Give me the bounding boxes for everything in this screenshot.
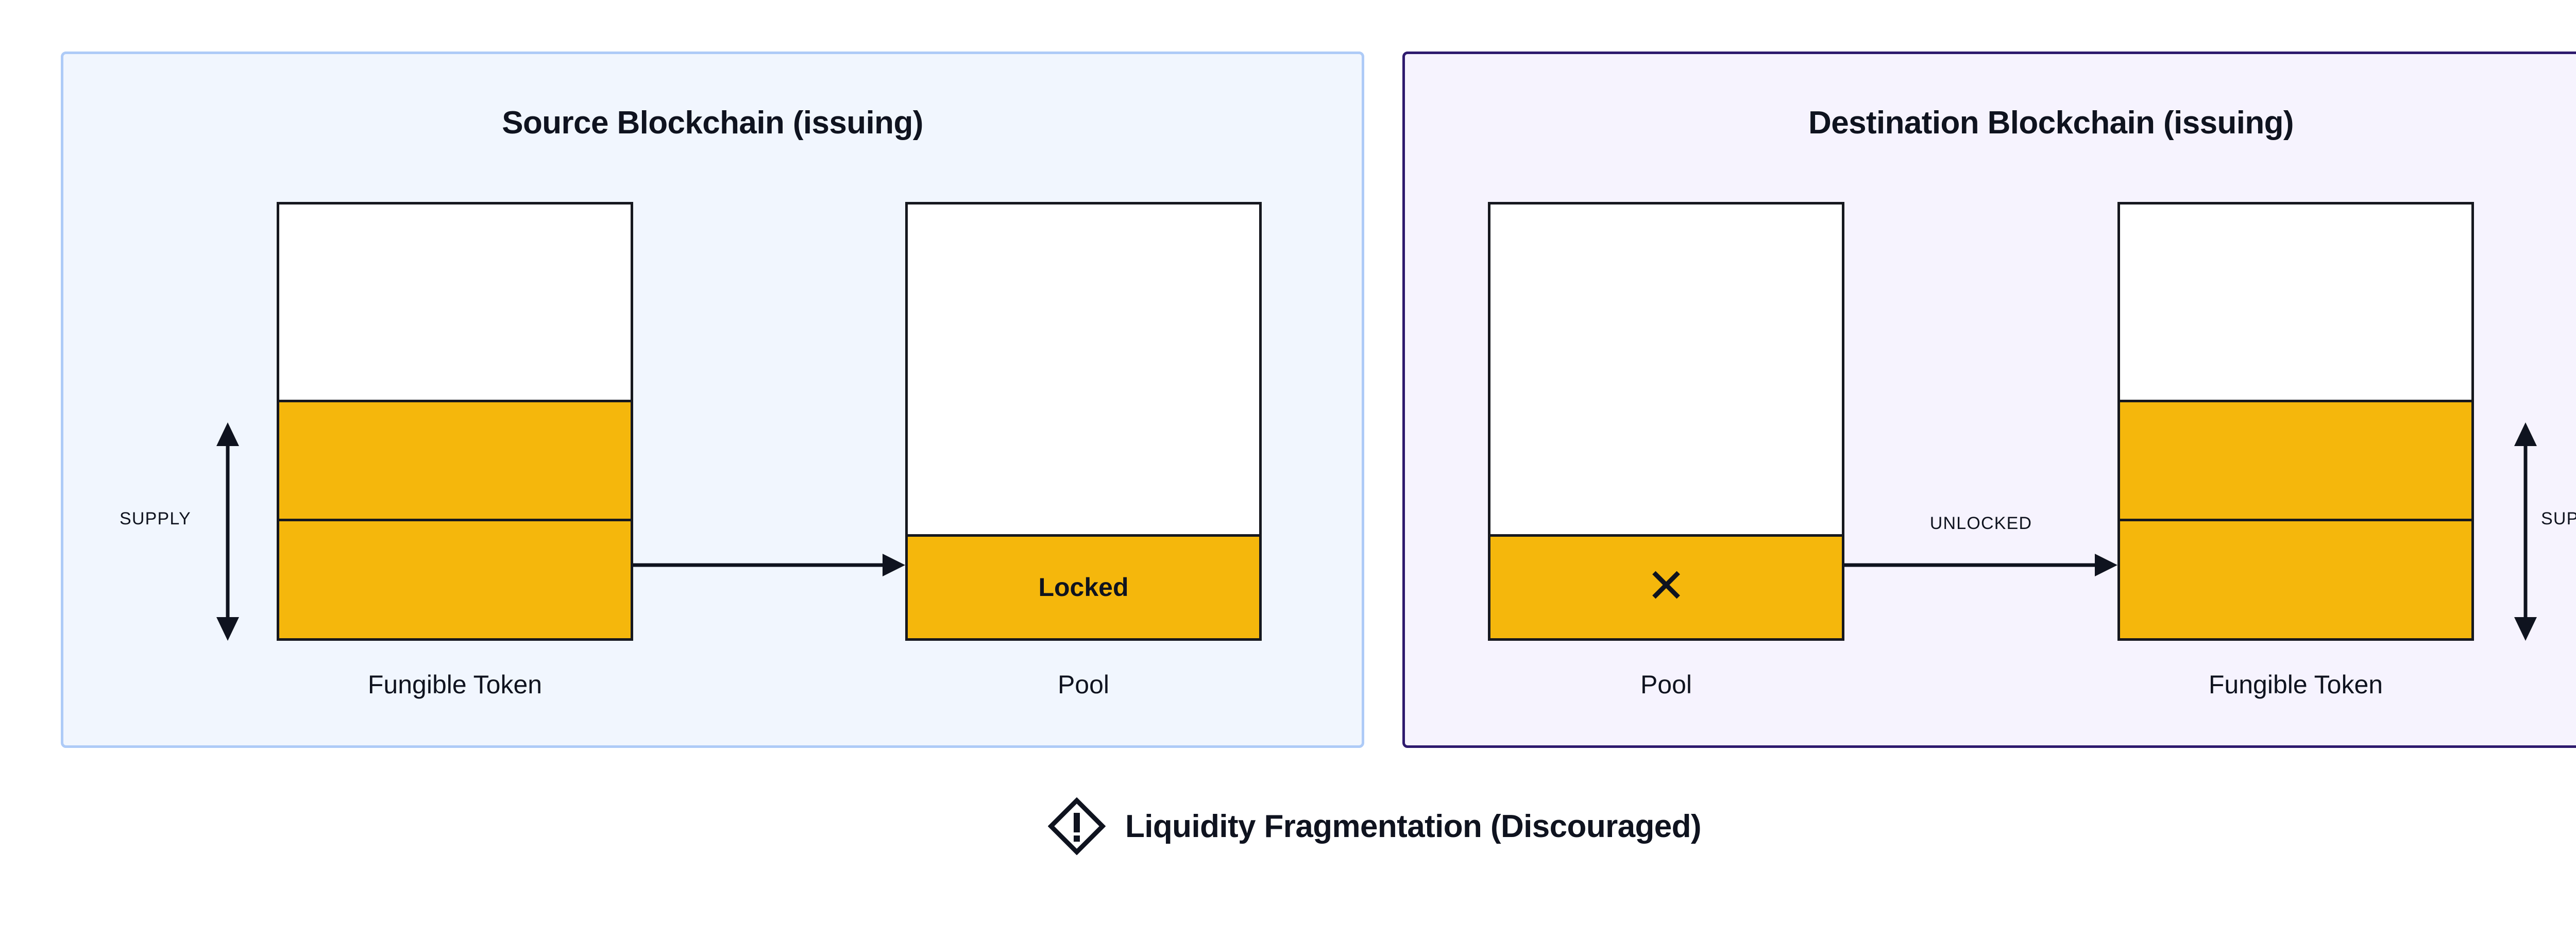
supply-indicator-source: SUPPLY	[120, 422, 243, 641]
segment-filled	[279, 399, 631, 519]
footer-note-text: Liquidity Fragmentation (Discouraged)	[1125, 808, 1702, 844]
cross-mark-icon: ✕	[1646, 560, 1686, 613]
footer-note: Liquidity Fragmentation (Discouraged)	[0, 797, 2576, 855]
segment-label-locked: Locked	[1038, 573, 1129, 602]
flow-arrow-unlock: UNLOCKED	[1844, 514, 2117, 576]
caption-destination-fungible-token: Fungible Token	[2208, 670, 2383, 699]
segment-filled	[279, 519, 631, 638]
segment-locked: Locked	[908, 534, 1259, 638]
panel-destination-title: Destination Blockchain (issuing)	[1808, 105, 2294, 141]
bar-source-fungible-token	[277, 202, 633, 641]
double-headed-arrow-icon	[216, 422, 239, 641]
segment-empty	[2120, 204, 2471, 400]
caption-source-pool: Pool	[1057, 670, 1110, 699]
segment-filled	[2120, 519, 2471, 638]
segment-filled	[2120, 399, 2471, 519]
segment-pool-unavailable: ✕	[1490, 534, 1842, 638]
supply-label-destination: SUPPLY	[2541, 509, 2576, 528]
supply-label-source: SUPPLY	[120, 509, 191, 528]
arrow-right-icon	[1844, 554, 2117, 576]
segment-empty	[279, 204, 631, 400]
caption-source-fungible-token: Fungible Token	[367, 670, 543, 699]
warning-diamond-icon	[1048, 797, 1106, 855]
panel-source-title: Source Blockchain (issuing)	[502, 105, 923, 141]
arrow-right-icon	[633, 554, 905, 576]
supply-indicator-destination: SUPPLY	[2510, 422, 2576, 641]
caption-destination-pool: Pool	[1640, 670, 1692, 699]
segment-empty	[1490, 204, 1842, 534]
bar-destination-fungible-token	[2117, 202, 2474, 641]
bar-source-pool: Locked	[905, 202, 1262, 641]
double-headed-arrow-icon	[2514, 422, 2537, 641]
bar-destination-pool: ✕	[1488, 202, 1844, 641]
segment-empty	[908, 204, 1259, 534]
flow-arrow-lock	[633, 554, 905, 576]
flow-label-unlocked: UNLOCKED	[1929, 514, 2032, 533]
